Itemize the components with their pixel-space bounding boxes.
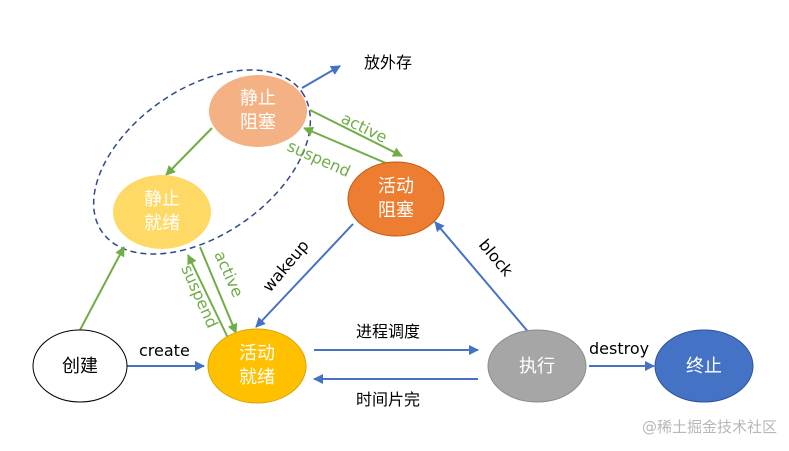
active-top-label: active xyxy=(338,109,390,147)
svg-text:活动: 活动 xyxy=(239,343,275,364)
suspend-top-label: suspend xyxy=(284,136,353,181)
schedule-label: 进程调度 xyxy=(356,322,420,341)
watermark-text: @稀土掘金技术社区 xyxy=(641,418,777,436)
wakeup-arrow xyxy=(255,223,354,328)
block-label: block xyxy=(475,235,517,280)
destroy-label: destroy xyxy=(589,339,649,358)
active-top-arrow xyxy=(309,109,403,157)
svg-text:阻塞: 阻塞 xyxy=(240,112,276,133)
svg-text:就绪: 就绪 xyxy=(239,367,275,388)
wakeup-label: wakeup xyxy=(259,236,313,296)
node-terminate: 终止 xyxy=(654,329,754,403)
node-create: 创建 xyxy=(32,329,128,403)
active-left-arrow xyxy=(199,246,238,334)
node-active-ready: 活动 就绪 xyxy=(207,328,307,404)
create-label: create xyxy=(139,341,190,360)
svg-text:阻塞: 阻塞 xyxy=(378,200,414,221)
static-blocked-to-static-ready-arrow xyxy=(165,127,213,176)
svg-text:静止: 静止 xyxy=(240,88,276,109)
node-static-ready: 静止 就绪 xyxy=(113,175,211,249)
svg-text:执行: 执行 xyxy=(519,356,555,377)
active-left-label: active xyxy=(210,248,247,300)
block-arrow xyxy=(434,221,531,335)
svg-text:创建: 创建 xyxy=(62,356,98,377)
node-execute: 执行 xyxy=(487,329,587,403)
node-active-blocked: 活动 阻塞 xyxy=(347,161,445,237)
node-static-blocked: 静止 阻塞 xyxy=(209,75,307,147)
create-to-static-ready-arrow xyxy=(79,246,125,331)
swap-out-label: 放外存 xyxy=(364,53,412,72)
svg-text:就绪: 就绪 xyxy=(144,213,180,234)
swap-out-arrow xyxy=(301,65,341,89)
static-states-group-outline xyxy=(92,69,312,255)
timeslice-label: 时间片完 xyxy=(356,390,420,409)
svg-text:活动: 活动 xyxy=(378,176,414,197)
suspend-top-arrow xyxy=(303,126,396,168)
suspend-left-arrow xyxy=(187,254,229,339)
suspend-left-label: suspend xyxy=(177,262,222,331)
svg-text:终止: 终止 xyxy=(686,356,722,377)
svg-text:静止: 静止 xyxy=(144,189,180,210)
